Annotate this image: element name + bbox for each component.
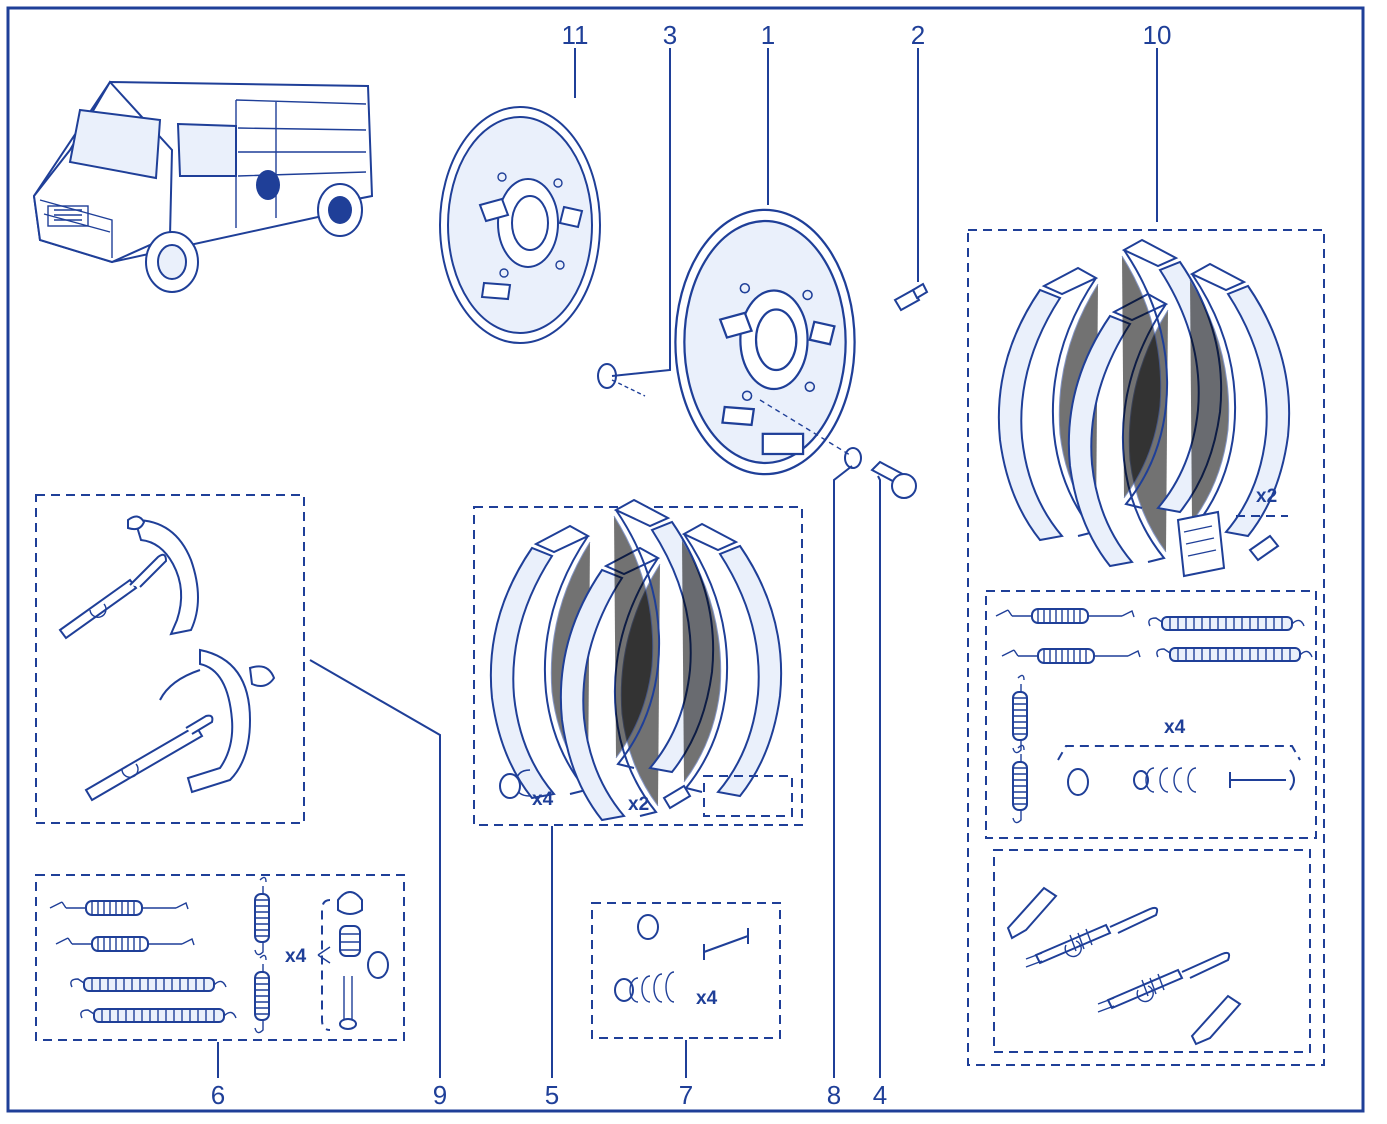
kit-5-multiplier-a: x4 xyxy=(532,789,554,810)
kit-5-multiplier-b: x2 xyxy=(628,794,649,815)
spring-icon xyxy=(49,876,270,1034)
kit-10-adjuster-box xyxy=(993,849,1311,1053)
kit-10-multiplier-a: x2 xyxy=(1256,486,1277,507)
washer-bolt-icon xyxy=(759,399,917,499)
callout-9: 9 xyxy=(433,1080,447,1110)
diagram-frame xyxy=(6,6,1365,1113)
backing-plate-icon xyxy=(674,208,856,476)
callout-8: 8 xyxy=(827,1080,841,1110)
callout-7: 7 xyxy=(679,1080,693,1110)
bleed-screw-icon xyxy=(893,282,929,312)
adjuster-icon xyxy=(1006,886,1242,1046)
callout-3: 3 xyxy=(663,20,677,50)
van-illustration xyxy=(32,80,374,293)
lever-assembly-lower xyxy=(84,648,276,802)
kit-5-sub-box xyxy=(703,775,793,817)
lever-assembly-upper xyxy=(58,515,199,640)
callout-4: 4 xyxy=(873,1080,887,1110)
brake-drum-icon xyxy=(439,106,601,344)
brake-shoe-set-icon xyxy=(997,239,1291,567)
kit-5-box xyxy=(473,506,803,826)
kit-10-box xyxy=(967,229,1325,1066)
kit-10-spring-box xyxy=(985,590,1317,839)
kit-10-springs-icon xyxy=(995,608,1313,824)
kit-6-multiplier: x4 xyxy=(285,946,307,967)
callout-5: 5 xyxy=(545,1080,559,1110)
callout-2: 2 xyxy=(911,20,925,50)
callout-11: 11 xyxy=(562,20,589,50)
hold-down-kit-icon xyxy=(614,914,749,1003)
kit-9-box xyxy=(35,494,305,824)
callout-10: 10 xyxy=(1143,20,1172,50)
nut-icon xyxy=(597,363,646,397)
kit-10-multiplier-b: x4 xyxy=(1164,717,1186,738)
leader-lines xyxy=(217,48,1158,1078)
callout-1: 1 xyxy=(761,20,775,50)
brake-shoe-icon xyxy=(489,499,783,821)
spring-cup-pin-icon xyxy=(337,891,389,1030)
instruction-booklet-icon xyxy=(1176,510,1226,578)
callout-6: 6 xyxy=(211,1080,225,1110)
kit-7-box xyxy=(591,902,781,1039)
kit-6-box xyxy=(35,874,405,1041)
kit-7-multiplier: x4 xyxy=(696,988,718,1009)
